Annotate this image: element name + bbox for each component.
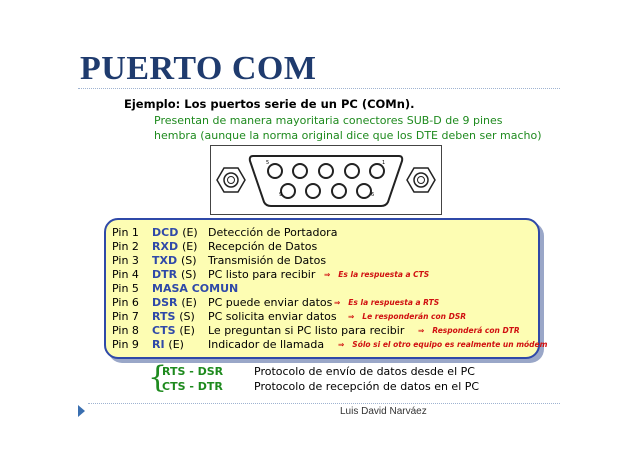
signal-description: PC solicita enviar datos [208,310,337,323]
arrow-icon: ⇒ [324,270,331,279]
pin-number-1: 1 [382,160,385,166]
signal-direction: (E) [182,226,198,239]
arrow-icon: ⇒ [334,298,341,307]
signal-description: Detección de Portadora [208,226,338,239]
signal-direction: (S) [179,310,195,323]
pin-number: Pin 2 [112,240,139,253]
signal-direction: (S) [180,268,197,281]
intro-line: Presentan de manera mayoritaria conector… [154,114,503,127]
right-screw-icon [406,167,436,193]
pin-table: Pin 1 DCD (E) Detección de Portadora Pin… [104,218,547,359]
note-text: Sólo si el otro equipo es realmente un m… [352,340,548,349]
pin-holes [267,163,385,199]
signal-name: DCD [152,226,179,239]
pin-number: Pin 9 [112,338,139,351]
protocol-pair: RTS - DSR [162,365,224,378]
handshake-note: ⇒ Le responderán con DSR [348,312,466,321]
slide-image: Ejemplo: Los puertos serie de un PC (COM… [104,95,547,403]
arrow-icon: ⇒ [348,312,355,321]
signal-name: RXD [152,240,179,253]
signal-direction: (S) [180,254,197,267]
signal-name: TXD [152,254,178,267]
example-title: Ejemplo: Los puertos serie de un PC (COM… [124,97,415,111]
note-text: Le responderán con DSR [362,312,467,321]
handshake-note: ⇒ Es la respuesta a CTS [324,270,429,279]
db9-connector-figure: 5 1 9 6 [210,145,442,215]
page-title: PUERTO COM [80,50,317,87]
signal-name: DSR [152,296,178,309]
arrow-icon: ⇒ [418,326,425,335]
signal-direction: (E) [179,324,195,337]
signal-name: CTS [152,324,176,337]
protocol-pair: CTS - DTR [162,380,223,393]
signal-description: Indicador de llamada [208,338,325,351]
signal-description: Transmisión de Datos [208,254,327,267]
handshake-note: ⇒ Responderá con DTR [418,326,520,335]
pin-number-6: 6 [371,192,374,198]
pin-number-5: 5 [266,160,269,166]
db9-connector-drawing: 5 1 9 6 [216,155,436,207]
signal-description: PC listo para recibir [208,268,316,281]
handshake-note: ⇒ Sólo si el otro equipo es realmente un … [338,340,547,349]
pin-number: Pin 7 [112,310,139,323]
signal-description: Recepción de Datos [208,240,318,253]
handshake-note: ⇒ Es la respuesta a RTS [334,298,439,307]
footer-divider [88,403,560,404]
brace-icon: { [148,360,168,395]
note-text: Responderá con DTR [432,326,520,335]
signal-direction: (E) [181,296,197,309]
bullet-arrow-icon [78,405,85,417]
signal-direction: (E) [181,240,198,253]
pin-number: Pin 5 [112,282,139,295]
signal-direction: (E) [168,338,184,351]
pin-number: Pin 6 [112,296,139,309]
pin-number: Pin 4 [112,268,139,281]
signal-name: DTR [152,268,178,281]
protocol-description: Protocolo de envío de datos desde el PC [254,365,475,378]
signal-description: Le preguntan si PC listo para recibir [208,324,405,337]
intro-text: Presentan de manera mayoritaria conector… [154,113,542,143]
pin-number: Pin 8 [112,324,139,337]
footer-author: Luis David Narváez [340,406,427,417]
left-screw-icon [216,167,246,193]
title-divider [78,88,560,89]
protocol-description: Protocolo de recepción de datos en el PC [254,380,480,393]
pin-number: Pin 3 [112,254,139,267]
signal-description: PC puede enviar datos [208,296,333,309]
arrow-icon: ⇒ [338,340,345,349]
note-text: Es la respuesta a CTS [338,270,430,279]
pin-number: Pin 1 [112,226,139,239]
note-text: Es la respuesta a RTS [348,298,440,307]
signal-name: RI [152,338,165,351]
pin-number-9: 9 [279,192,282,198]
signal-name: MASA COMUN [152,282,239,295]
signal-name: RTS [152,310,176,323]
intro-line: hembra (aunque la norma original dice qu… [154,129,542,142]
